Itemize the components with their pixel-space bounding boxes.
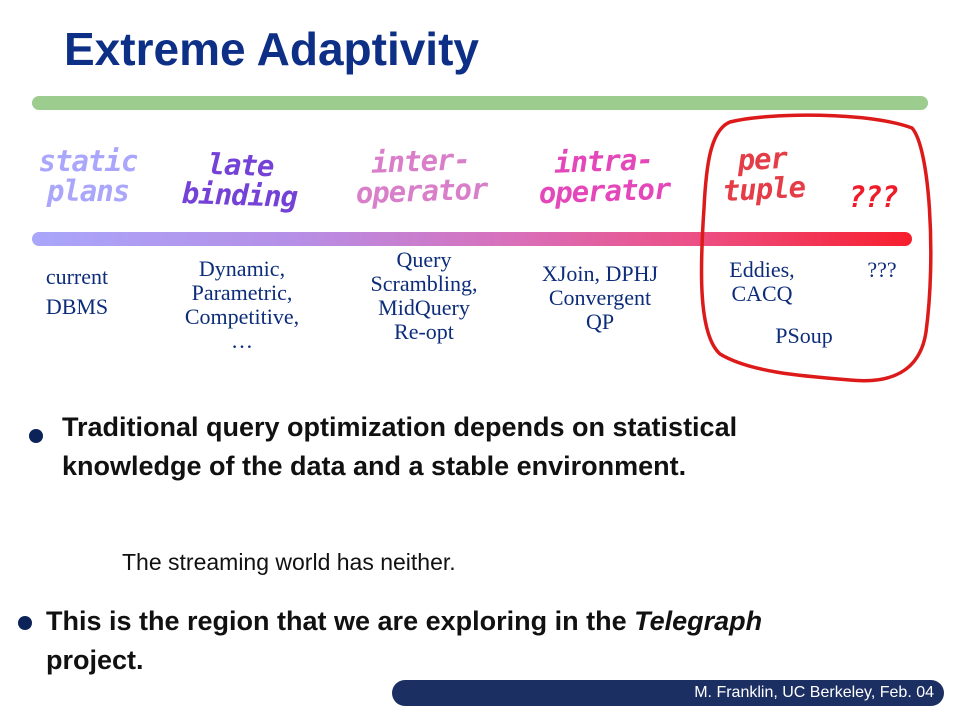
category-intra-operator: intra- operator [538,142,671,211]
category-unknown: ??? [848,180,898,214]
example-dynamic-parametric: Dynamic, Parametric, Competitive, … [184,256,300,353]
example-eddies: Eddies, CACQ [729,257,795,306]
adaptivity-spectrum-bar [32,232,912,246]
footer-credit: M. Franklin, UC Berkeley, Feb. 04 [392,680,944,706]
bullet-subtext: The streaming world has neither. [122,549,456,575]
example-current-dbms: current DBMS [45,264,109,319]
telegraph-emphasis: Telegraph [634,606,763,636]
bullet-traditional-optimization: Traditional query optimization depends o… [62,412,738,481]
category-inter-operator: inter- operator [355,142,488,211]
highlight-loop [699,113,933,383]
title-underline-bar [32,96,928,110]
bullet-dot [29,429,43,443]
bullet-text: project. [46,645,144,675]
example-query-scrambling: Query Scrambling, MidQuery Re-opt [370,247,478,344]
category-late-binding: late binding [181,146,298,214]
bullet-telegraph-region: This is the region that we are exploring… [46,602,866,680]
example-psoup: PSoup [775,323,833,348]
bullet-text: This is the region that we are exploring… [46,606,635,636]
slide-title: Extreme Adaptivity [64,23,479,75]
category-static-plans: static plans [38,144,139,208]
bullet-dot [18,616,32,630]
example-xjoin: XJoin, DPHJ Convergent QP [541,261,659,334]
example-unknown: ??? [867,257,897,282]
